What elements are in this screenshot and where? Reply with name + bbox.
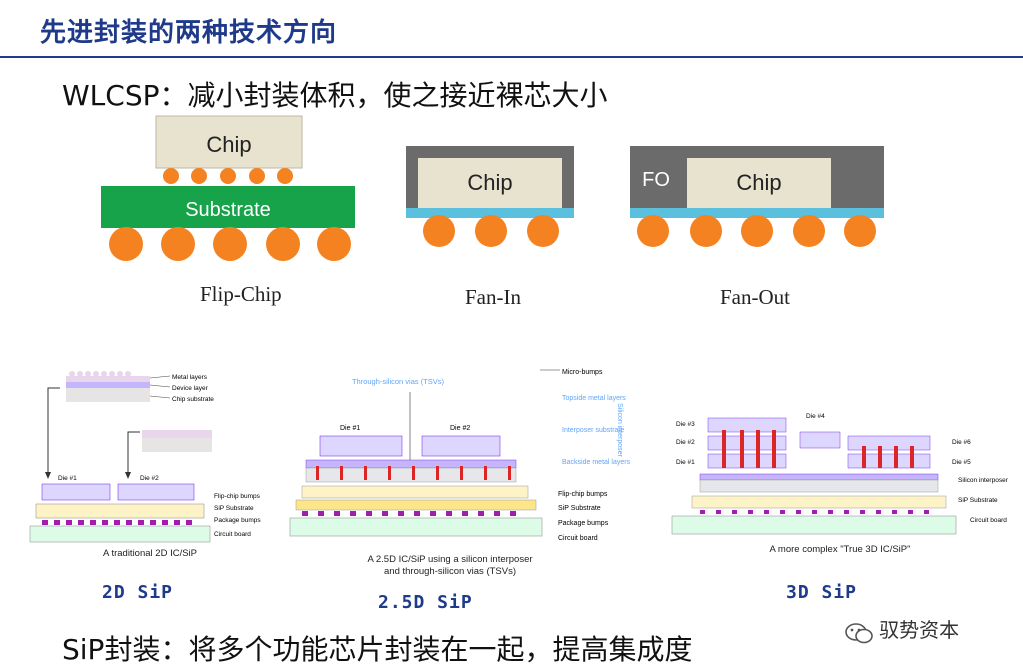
wlcsp-heading: WLCSP：减小封装体积，使之接近裸芯大小 bbox=[62, 79, 608, 112]
fan-in-die-label: Chip bbox=[467, 170, 512, 195]
sip25d-blue-2: Interposer substrate bbox=[562, 427, 624, 434]
sip-figures: Metal layers Device layer Chip substrate… bbox=[29, 369, 1009, 543]
flip-chip-diagram: Chip Substrate bbox=[101, 115, 355, 261]
flip-chip-die-label: Chip bbox=[206, 132, 251, 157]
sip25d-vertical-label: Silicon interposer bbox=[616, 403, 623, 457]
sip2d-die2: Die #2 bbox=[140, 475, 159, 482]
flip-chip-substrate-label: Substrate bbox=[185, 199, 271, 221]
sip25d-caption-2: and through-silicon vias (TSVs) bbox=[384, 566, 516, 577]
fan-out-diagram: FO Chip bbox=[630, 146, 884, 247]
sip3d-die6: Die #6 bbox=[952, 439, 971, 446]
sip25d-die2: Die #2 bbox=[450, 425, 470, 432]
fan-out-label: Fan-Out bbox=[720, 285, 790, 309]
sip2d-callout-2: Device layer bbox=[172, 385, 209, 392]
flip-chip-die bbox=[155, 115, 303, 169]
sip2d-side-2: SiP Substrate bbox=[214, 505, 254, 512]
sip2d-side-1: Flip-chip bumps bbox=[214, 493, 261, 500]
sip25d-tsv-label: Through-silicon vias (TSVs) bbox=[352, 377, 445, 386]
page-title: 先进封装的两种技术方向 bbox=[40, 18, 338, 48]
sip2d-side-3: Package bumps bbox=[214, 517, 261, 524]
fan-in-solder-balls bbox=[423, 215, 559, 247]
sip2d-callout-1: Metal layers bbox=[172, 374, 208, 381]
sip3d-caption: A more complex "True 3D IC/SiP" bbox=[769, 544, 911, 555]
fan-in-label: Fan-In bbox=[465, 285, 521, 309]
sip3d-side-3: Circuit board bbox=[970, 517, 1007, 524]
sip25d-die1: Die #1 bbox=[340, 425, 360, 432]
sip-heading: SiP封装：将多个功能芯片封装在一起，提高集成度 bbox=[62, 633, 693, 666]
title-underline bbox=[0, 56, 1023, 58]
sip-3d-label: 3D SiP bbox=[786, 582, 858, 603]
fan-out-rdl bbox=[630, 208, 884, 218]
sip3d-die3: Die #3 bbox=[676, 421, 695, 428]
flip-chip-substrate bbox=[101, 186, 355, 228]
fan-out-solder-balls bbox=[637, 215, 876, 247]
sip25d-side-2: Flip-chip bumps bbox=[558, 491, 608, 498]
sip-25d-diagram: Through-silicon vias (TSVs) Die #1 Die #… bbox=[289, 369, 631, 542]
watermark: 驭势资本 bbox=[844, 614, 959, 645]
sip25d-side-3: SiP Substrate bbox=[558, 505, 601, 512]
sip2d-side-4: Circuit board bbox=[214, 531, 251, 538]
sip3d-die5: Die #5 bbox=[952, 459, 971, 466]
sip25d-blue-3: Backside metal layers bbox=[562, 459, 631, 466]
watermark-text: 驭势资本 bbox=[879, 618, 960, 642]
sip2d-die1: Die #1 bbox=[58, 475, 77, 482]
sip2d-caption: A traditional 2D IC/SiP bbox=[103, 548, 197, 559]
fan-in-die bbox=[418, 158, 562, 208]
flip-chip-micro-bumps bbox=[163, 168, 293, 184]
sip3d-die4: Die #4 bbox=[806, 413, 825, 420]
sip3d-die2: Die #2 bbox=[676, 439, 695, 446]
sip3d-side-2: SiP Substrate bbox=[958, 497, 998, 504]
flip-chip-label: Flip-Chip bbox=[200, 282, 282, 306]
sip25d-side-5: Circuit board bbox=[558, 535, 598, 542]
flip-chip-solder-balls bbox=[109, 227, 351, 261]
wlcsp-figures: Chip Substrate Chip FO Chip bbox=[101, 115, 884, 261]
sip25d-side-4: Package bumps bbox=[558, 520, 609, 527]
sip3d-die1: Die #1 bbox=[676, 459, 695, 466]
sip-3d-diagram: Die #3 Die #2 Die #1 Die #4 Die #6 Die #… bbox=[671, 413, 1009, 535]
fan-out-fo-label: FO bbox=[642, 169, 670, 191]
sip-25d-label: 2.5D SiP bbox=[378, 592, 473, 613]
sip25d-blue-1: Topside metal layers bbox=[562, 395, 626, 402]
wechat-icon bbox=[844, 621, 874, 645]
sip25d-caption-1: A 2.5D IC/SiP using a silicon interposer bbox=[367, 554, 533, 565]
sip2d-callout-3: Chip substrate bbox=[172, 396, 214, 403]
fan-in-diagram: Chip bbox=[406, 146, 574, 247]
fan-out-die bbox=[687, 158, 831, 208]
sip-2d-diagram: Metal layers Device layer Chip substrate… bbox=[29, 371, 261, 543]
sip-2d-label: 2D SiP bbox=[102, 582, 174, 603]
fan-in-rdl bbox=[406, 208, 574, 218]
fan-out-die-label: Chip bbox=[736, 170, 781, 195]
sip25d-side-1: Micro-bumps bbox=[562, 369, 603, 376]
sip3d-side-1: Silicon interposer bbox=[958, 477, 1009, 484]
